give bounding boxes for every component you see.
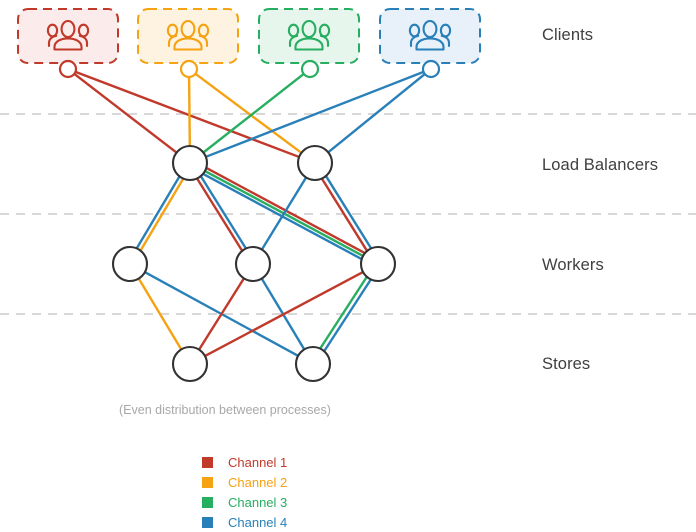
node-s1[interactable] <box>171 345 209 383</box>
edge-lb2-to-w2 <box>260 176 308 251</box>
person-left-head <box>287 23 300 38</box>
node-w2[interactable] <box>234 245 272 283</box>
edge-c4-to-lb2 <box>326 72 427 154</box>
edge-c2-to-lb2 <box>193 72 303 155</box>
tier-label-workers: Workers <box>542 256 604 274</box>
people-group-icon <box>287 19 331 51</box>
process-nodes <box>111 144 397 383</box>
edge-w3-to-s2 <box>322 278 373 353</box>
person-center-body <box>53 37 83 51</box>
edge-lb2-to-w3 <box>324 174 373 250</box>
person-center-body <box>415 37 445 51</box>
client-port-node[interactable] <box>300 59 320 79</box>
edge-c2-to-lb1 <box>187 75 192 148</box>
node-s2[interactable] <box>294 345 332 383</box>
people-group-icon <box>166 19 210 51</box>
tier-dividers <box>0 113 696 315</box>
people-group-icon <box>46 19 90 51</box>
person-left-head <box>166 23 179 38</box>
edge-w3-to-s1 <box>203 270 365 358</box>
people-group-icon <box>408 19 452 51</box>
client-box-4[interactable] <box>379 8 481 79</box>
legend-swatch-channel-3 <box>202 496 213 508</box>
edge-lb1-to-w2 <box>199 174 248 250</box>
client-box-1[interactable] <box>17 8 119 79</box>
person-center-head <box>422 19 438 39</box>
person-right-head <box>318 23 331 38</box>
edge-lb1-to-w1 <box>135 175 181 250</box>
edge-lb1-to-w1 <box>139 177 185 252</box>
person-center-head <box>301 19 317 39</box>
person-right-head <box>439 23 452 38</box>
tier-label-load-balancers: Load Balancers <box>542 156 659 174</box>
client-box-2[interactable] <box>137 8 239 79</box>
person-center-body <box>173 37 203 51</box>
person-left-head <box>46 23 59 38</box>
legend-label-channel-4: Channel 4 <box>228 514 288 530</box>
person-right-head <box>77 23 90 38</box>
legend-swatch-channel-1 <box>202 456 213 468</box>
legend-item[interactable]: Channel 1 <box>202 452 287 472</box>
client-boxes <box>17 8 481 79</box>
edge-lb2-to-w3 <box>320 177 369 253</box>
person-center-head <box>60 19 76 39</box>
legend-item[interactable]: Channel 3 <box>202 492 287 512</box>
node-lb2[interactable] <box>296 144 334 182</box>
tier-label-stores: Stores <box>542 355 591 373</box>
edge-w2-to-s1 <box>197 276 246 352</box>
client-box-3[interactable] <box>258 8 360 79</box>
person-left-head <box>408 23 421 38</box>
person-right-head <box>197 23 210 38</box>
node-w1[interactable] <box>111 245 149 283</box>
client-port-node[interactable] <box>421 59 441 79</box>
edge-c1-to-lb2 <box>74 70 301 159</box>
edge-w3-to-s2 <box>318 275 369 350</box>
legend-item[interactable]: Channel 2 <box>202 472 287 492</box>
node-w3[interactable] <box>359 245 397 283</box>
legend-item[interactable]: Channel 4 <box>202 512 287 532</box>
person-center-head <box>180 19 196 39</box>
legend-swatch-channel-4 <box>202 516 213 528</box>
edge-c1-to-lb1 <box>72 72 179 155</box>
person-center-body <box>294 37 324 51</box>
edge-w1-to-s1 <box>137 277 183 351</box>
edge-c4-to-lb1 <box>204 70 425 159</box>
tier-label-clients: Clients <box>542 26 594 44</box>
node-lb1[interactable] <box>171 144 209 182</box>
connection-edges <box>72 70 427 358</box>
client-port-node[interactable] <box>179 59 199 79</box>
legend: Channel 1 Channel 2 Channel 3 Channel 4 <box>202 452 287 532</box>
edge-lb1-to-w2 <box>195 177 244 253</box>
client-port-node[interactable] <box>58 59 78 79</box>
legend-label-channel-1: Channel 1 <box>228 454 288 470</box>
legend-label-channel-2: Channel 2 <box>228 474 288 490</box>
legend-label-channel-3: Channel 3 <box>228 494 288 510</box>
diagram-caption: (Even distribution between processes) <box>119 403 331 417</box>
edge-c3-to-lb1 <box>201 72 306 155</box>
legend-swatch-channel-2 <box>202 476 213 488</box>
